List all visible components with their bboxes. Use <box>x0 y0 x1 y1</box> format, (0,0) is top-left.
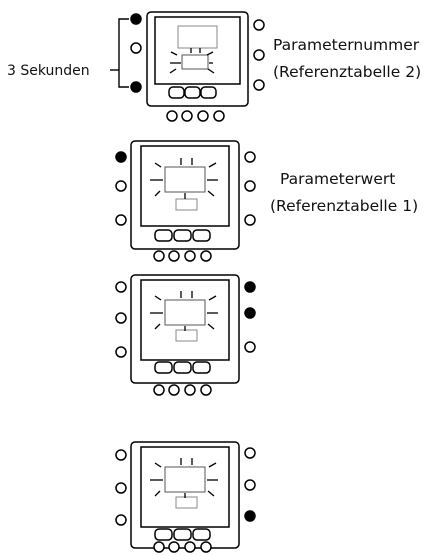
bottom-buttons <box>154 528 211 541</box>
display-main-segment <box>177 25 218 49</box>
lower-button-2[interactable] <box>168 384 180 396</box>
right-middle-button[interactable] <box>244 180 256 192</box>
lower-button-4[interactable] <box>200 250 212 262</box>
right-top-button[interactable] <box>244 281 256 293</box>
left-top-button[interactable] <box>130 13 142 25</box>
flash-rays <box>150 291 218 331</box>
lower-button-3[interactable] <box>184 541 196 553</box>
right-middle-button[interactable] <box>244 307 256 319</box>
lower-button-1[interactable] <box>153 250 165 262</box>
lower-button-2[interactable] <box>168 250 180 262</box>
flash-rays <box>150 158 218 199</box>
left-middle-button[interactable] <box>130 42 142 54</box>
bottom-button-2[interactable] <box>173 361 192 374</box>
lower-button-1[interactable] <box>153 384 165 396</box>
right-middle-button[interactable] <box>253 49 265 61</box>
left-bottom-button[interactable] <box>115 514 127 526</box>
display-flashing-segment <box>181 54 209 70</box>
bottom-button-1[interactable] <box>154 229 173 242</box>
lower-buttons <box>153 384 212 396</box>
left-middle-button[interactable] <box>115 180 127 192</box>
hold-time-label: 3 Sekunden <box>7 63 90 79</box>
left-top-button[interactable] <box>115 449 127 461</box>
lower-buttons <box>166 110 225 122</box>
display-flashing-segment <box>164 299 206 326</box>
right-bottom-button[interactable] <box>253 79 265 91</box>
right-top-button[interactable] <box>253 19 265 31</box>
step-4-device <box>115 441 256 553</box>
param-number-ref-label: (Referenztabelle 2) <box>273 63 421 81</box>
bottom-button-2[interactable] <box>184 86 201 99</box>
step-3-device <box>115 274 256 396</box>
right-bottom-button[interactable] <box>244 214 256 226</box>
lower-button-3[interactable] <box>197 110 209 122</box>
right-top-button[interactable] <box>244 151 256 163</box>
right-bottom-button[interactable] <box>244 510 256 522</box>
lower-button-4[interactable] <box>213 110 225 122</box>
param-value-label: Parameterwert <box>280 170 395 188</box>
lower-button-1[interactable] <box>153 541 165 553</box>
bottom-buttons <box>154 229 211 242</box>
bottom-button-2[interactable] <box>173 229 192 242</box>
lower-button-1[interactable] <box>166 110 178 122</box>
left-bottom-button[interactable] <box>115 214 127 226</box>
display-small-segment <box>175 329 198 342</box>
param-number-label: Parameternummer <box>273 36 420 54</box>
param-value-ref-label: (Referenztabelle 1) <box>270 197 418 215</box>
bottom-button-1[interactable] <box>168 86 185 99</box>
left-top-button[interactable] <box>115 281 127 293</box>
lower-button-4[interactable] <box>200 541 212 553</box>
bottom-button-3[interactable] <box>192 361 211 374</box>
bottom-buttons <box>168 86 217 99</box>
lower-buttons <box>153 250 212 262</box>
left-middle-button[interactable] <box>115 312 127 324</box>
left-top-button[interactable] <box>115 151 127 163</box>
left-middle-button[interactable] <box>115 482 127 494</box>
hold-bracket <box>118 18 129 88</box>
left-bottom-button[interactable] <box>115 346 127 358</box>
step-2-device <box>115 140 256 262</box>
lower-button-3[interactable] <box>184 384 196 396</box>
right-middle-button[interactable] <box>244 479 256 491</box>
left-bottom-button[interactable] <box>130 81 142 93</box>
right-bottom-button[interactable] <box>244 341 256 353</box>
display-flashing-segment <box>164 166 206 193</box>
display-flashing-segment <box>164 466 206 493</box>
flash-rays <box>150 458 218 498</box>
bottom-button-3[interactable] <box>192 229 211 242</box>
bottom-button-3[interactable] <box>200 86 217 99</box>
display-small-segment <box>175 496 198 509</box>
bottom-button-1[interactable] <box>154 528 173 541</box>
flash-rays <box>169 48 215 74</box>
right-top-button[interactable] <box>244 447 256 459</box>
lower-button-2[interactable] <box>181 110 193 122</box>
lower-buttons <box>153 541 212 553</box>
bottom-buttons <box>154 361 211 374</box>
lower-button-2[interactable] <box>168 541 180 553</box>
bottom-button-1[interactable] <box>154 361 173 374</box>
display-small-segment <box>175 198 198 211</box>
step-1-device <box>130 11 265 122</box>
lower-button-4[interactable] <box>200 384 212 396</box>
bottom-button-2[interactable] <box>173 528 192 541</box>
bottom-button-3[interactable] <box>192 528 211 541</box>
lower-button-3[interactable] <box>184 250 196 262</box>
